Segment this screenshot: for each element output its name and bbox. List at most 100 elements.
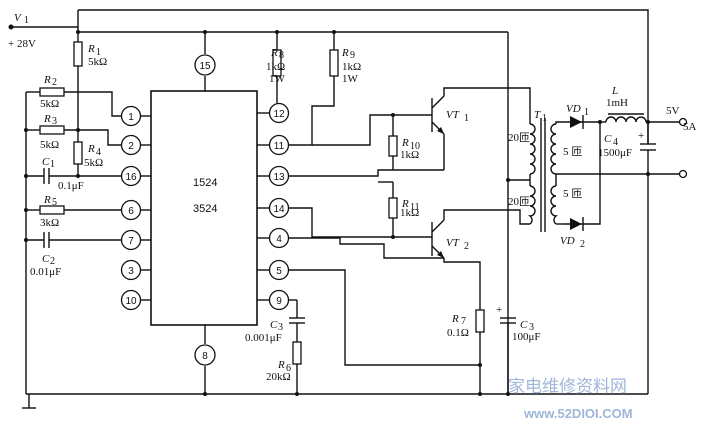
svg-text:7: 7 xyxy=(128,236,134,247)
diode-vd1: VD 1 xyxy=(564,103,600,129)
svg-text:12: 12 xyxy=(273,109,285,120)
svg-text:11: 11 xyxy=(410,202,420,213)
svg-text:100μF: 100μF xyxy=(512,331,541,343)
svg-text:7: 7 xyxy=(461,316,466,327)
diode-vd2: VD 2 xyxy=(560,122,601,250)
svg-text:C: C xyxy=(604,133,612,145)
svg-text:4: 4 xyxy=(96,147,101,158)
svg-text:1kΩ: 1kΩ xyxy=(266,61,285,73)
svg-text:1kΩ: 1kΩ xyxy=(400,207,419,219)
pin-13: 13 xyxy=(268,165,290,187)
resistor-r2: R 2 5kΩ xyxy=(26,74,121,117)
resistor-r7: R 7 0.1Ω xyxy=(447,309,485,394)
svg-text:3: 3 xyxy=(52,116,57,127)
resistor-r9: R 9 1kΩ 1W xyxy=(289,47,361,146)
output-terminals: 5V 5A xyxy=(666,105,697,179)
svg-text:1: 1 xyxy=(542,113,547,124)
svg-text:8: 8 xyxy=(202,351,208,362)
capacitor-c1: C 1 0.1μF xyxy=(26,156,121,192)
svg-text:5kΩ: 5kΩ xyxy=(40,139,59,151)
svg-text:20匝: 20匝 xyxy=(508,196,530,208)
svg-text:VT: VT xyxy=(446,109,460,121)
svg-text:3: 3 xyxy=(128,266,134,277)
watermark: 家电维修资料网 www.52DIOI.COM xyxy=(508,377,633,421)
svg-text:3: 3 xyxy=(529,322,534,333)
svg-text:2: 2 xyxy=(52,77,57,88)
svg-text:5 匝: 5 匝 xyxy=(563,188,582,200)
capacitor-c3-small: C 3 0.001μF xyxy=(245,299,305,344)
svg-text:1W: 1W xyxy=(342,73,359,85)
pin-8: 8 xyxy=(194,344,216,366)
svg-text:VD: VD xyxy=(566,103,581,115)
output-current: 5A xyxy=(683,121,697,133)
pin-10: 10 xyxy=(120,289,142,311)
supply-sub: 1 xyxy=(24,15,29,26)
pin-11: 11 xyxy=(268,134,290,156)
svg-text:5: 5 xyxy=(52,197,57,208)
svg-text:1: 1 xyxy=(584,107,589,118)
svg-text:L: L xyxy=(611,85,618,97)
pin-16: 16 xyxy=(120,165,142,187)
svg-text:R: R xyxy=(341,47,349,59)
pin-1: 1 xyxy=(120,105,142,127)
svg-text:2: 2 xyxy=(580,239,585,250)
pin-6: 6 xyxy=(120,199,142,221)
watermark-url: www.52DIOI.COM xyxy=(523,406,633,421)
ic-label-1: 1524 xyxy=(193,177,217,189)
output-voltage: 5V xyxy=(666,105,680,117)
svg-text:6: 6 xyxy=(286,363,291,374)
svg-text:1mH: 1mH xyxy=(606,97,628,109)
svg-text:0.1Ω: 0.1Ω xyxy=(447,327,469,339)
svg-text:R: R xyxy=(87,143,95,155)
svg-text:20kΩ: 20kΩ xyxy=(266,371,291,383)
svg-text:VT: VT xyxy=(446,237,460,249)
svg-text:R: R xyxy=(270,47,278,59)
svg-text:0.001μF: 0.001μF xyxy=(245,332,282,344)
svg-text:C: C xyxy=(520,319,528,331)
svg-text:10: 10 xyxy=(410,141,420,152)
ic-label-2: 3524 xyxy=(193,203,217,215)
resistor-r6: R 6 20kΩ xyxy=(266,341,302,394)
right-pin-leads xyxy=(204,76,270,394)
supply-label: V xyxy=(14,12,22,24)
svg-text:10: 10 xyxy=(125,296,137,307)
svg-text:5 匝: 5 匝 xyxy=(563,146,582,158)
transistor-vt2: VT 2 xyxy=(431,209,530,310)
svg-text:1: 1 xyxy=(96,47,101,58)
svg-text:13: 13 xyxy=(273,172,285,183)
svg-text:R: R xyxy=(277,359,285,371)
pin-3: 3 xyxy=(120,259,142,281)
svg-text:T: T xyxy=(534,109,541,121)
svg-text:0.01μF: 0.01μF xyxy=(30,266,61,278)
resistor-r8: R 8 1kΩ 1W xyxy=(266,47,286,103)
transistor-vt1: VT 1 xyxy=(431,87,531,170)
svg-text:1kΩ: 1kΩ xyxy=(342,61,361,73)
svg-text:2: 2 xyxy=(128,141,134,152)
svg-text:+: + xyxy=(496,304,502,316)
ic-1524: 1524 3524 xyxy=(150,90,258,326)
svg-text:2: 2 xyxy=(50,256,55,267)
pin-14: 14 xyxy=(268,197,290,219)
junction-dots xyxy=(24,30,650,396)
supply-voltage: + 28V xyxy=(8,38,36,50)
pin-15: 15 xyxy=(194,54,216,76)
capacitor-c4: + C 4 1500μF xyxy=(598,122,656,174)
svg-text:R: R xyxy=(87,43,95,55)
svg-text:C: C xyxy=(42,253,50,265)
pin-9: 9 xyxy=(268,289,290,311)
svg-text:6: 6 xyxy=(128,206,134,217)
svg-text:9: 9 xyxy=(350,50,355,61)
svg-text:R: R xyxy=(401,137,409,149)
svg-text:1W: 1W xyxy=(269,73,286,85)
pin-12: 12 xyxy=(268,102,290,124)
resistor-r3: R 3 5kΩ xyxy=(26,113,121,151)
svg-text:8: 8 xyxy=(279,50,284,61)
left-pin-leads xyxy=(140,115,151,301)
inductor-l: L 1mH xyxy=(600,85,680,123)
svg-text:R: R xyxy=(43,113,51,125)
transformer-t1: T 1 20匝 20匝 5 匝 5 匝 xyxy=(508,109,588,232)
svg-text:11: 11 xyxy=(274,141,285,152)
svg-text:2: 2 xyxy=(464,241,469,252)
